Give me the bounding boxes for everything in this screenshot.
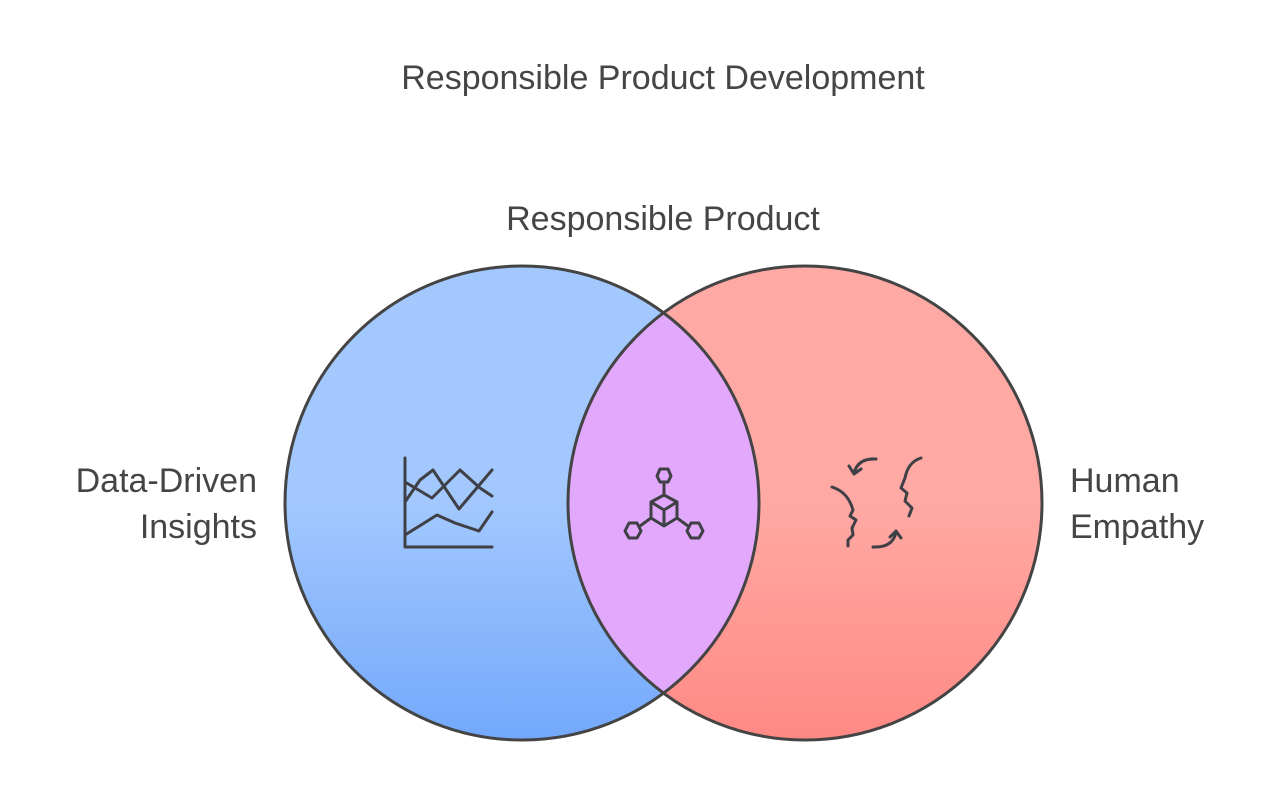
right-label-line1: Human xyxy=(1070,462,1180,500)
right-set-label: Human Empathy xyxy=(1070,458,1204,550)
right-label-line2: Empathy xyxy=(1070,508,1205,546)
diagram-title: Responsible Product Development xyxy=(401,59,925,97)
left-label-line1: Data-Driven xyxy=(75,462,257,500)
left-set-label: Data-Driven Insights xyxy=(76,458,257,550)
intersection-label: Responsible Product xyxy=(506,200,820,238)
left-label-line2: Insights xyxy=(139,508,257,546)
line-chart-icon xyxy=(403,456,494,549)
intersection-region xyxy=(568,266,759,740)
faces-dialogue-icon xyxy=(830,456,923,549)
cube-network-icon xyxy=(623,467,705,540)
